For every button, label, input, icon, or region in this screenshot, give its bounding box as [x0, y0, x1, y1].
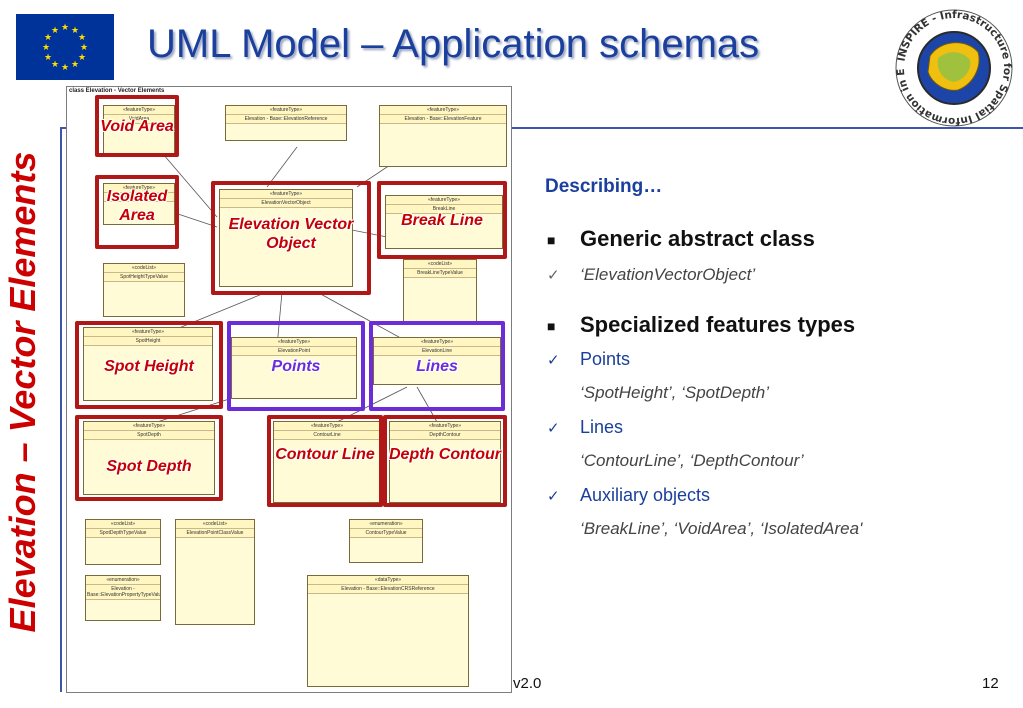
- footer-version: v2.0: [513, 675, 542, 692]
- side-rule: [60, 127, 62, 692]
- bullet-specialized-features: Specialized features types: [580, 312, 856, 337]
- diagram-name: class Elevation - Vector Elements: [69, 88, 165, 94]
- points-examples: ‘SpotHeight’, ‘SpotDepth’: [580, 383, 770, 402]
- highlight-elevation-vector-object: [211, 181, 371, 295]
- label-isolated-area: Isolated Area: [106, 188, 168, 224]
- svg-text:★: ★: [44, 53, 52, 63]
- example-elevation-vector-object: ‘ElevationVectorObject’: [580, 265, 756, 284]
- label-elevation-vector-object: Elevation Vector Object: [228, 216, 354, 252]
- side-title-text: Elevation – Vector Elements: [2, 151, 43, 633]
- uml-class-elevation-feature: «featureType»Elevation - Base::Elevation…: [379, 105, 507, 167]
- page-title: UML Model – Application schemas: [147, 22, 760, 66]
- highlight-isolated-area: [95, 175, 179, 249]
- svg-text:★: ★: [44, 33, 52, 43]
- uml-class-spot-height: «featureType»SpotHeight: [83, 327, 213, 401]
- svg-text:★: ★: [42, 43, 50, 53]
- svg-text:★: ★: [71, 26, 79, 36]
- lines-label: Lines: [580, 417, 624, 437]
- highlight-spot-height: [75, 321, 223, 409]
- auxiliary-label: Auxiliary objects: [580, 485, 711, 505]
- header-rule: [60, 127, 1023, 129]
- uml-class-elevation-reference: «featureType»Elevation - Base::Elevation…: [225, 105, 347, 141]
- label-break-line: Break Line: [401, 212, 483, 229]
- svg-text:★: ★: [51, 26, 59, 36]
- uml-class-elevation-line: «featureType»ElevationLine: [373, 337, 501, 385]
- label-depth-contour: Depth Contour: [389, 446, 501, 463]
- uml-class-break-line: «featureType»BreakLine: [385, 195, 503, 249]
- uml-class-void-area: «featureType»VoidArea: [103, 105, 175, 157]
- highlight-break-line: [377, 181, 507, 259]
- uml-enum-contour-type: «enumeration»ContourTypeValue: [349, 519, 423, 563]
- svg-text:★: ★: [78, 53, 86, 63]
- uml-codelist-break-line-type: «codeList»BreakLineTypeValue: [403, 259, 477, 323]
- highlight-contour-line: [267, 415, 383, 507]
- checkmark-icon: ✓: [547, 420, 560, 437]
- highlight-void-area: [95, 95, 179, 157]
- highlight-spot-depth: [75, 415, 223, 501]
- checkmark-icon: ✓: [547, 352, 560, 369]
- label-void-area: Void Area: [100, 118, 174, 135]
- side-title: Elevation – Vector Elements: [2, 112, 72, 672]
- svg-text:★: ★: [80, 43, 88, 53]
- points-label: Points: [580, 349, 631, 369]
- lines-examples: ‘ContourLine’, ‘DepthContour’: [580, 451, 804, 470]
- uml-codelist-elevation-point-class: «codeList»ElevationPointClassValue: [175, 519, 255, 625]
- uml-codelist-spot-depth-type: «codeList»SpotDepthTypeValue: [85, 519, 161, 565]
- inspire-logo: INSPIRE - Infrastructure for Spatial Inf…: [888, 0, 1016, 130]
- label-spot-height: Spot Height: [104, 358, 194, 375]
- uml-class-elevation-point: «featureType»ElevationPoint: [231, 337, 357, 399]
- uml-enum-elevation-property-type: «enumeration»Elevation - Base::Elevation…: [85, 575, 161, 621]
- uml-class-depth-contour: «featureType»DepthContour: [389, 421, 501, 503]
- uml-class-isolated-area: «featureType»IsolatedArea: [103, 183, 175, 225]
- eu-stars-icon: ★★★ ★★★ ★★★ ★★★: [42, 23, 88, 73]
- section-heading: Describing…: [545, 176, 663, 197]
- highlight-points: [227, 321, 365, 411]
- checkmark-icon: ✓: [547, 488, 560, 505]
- label-points: Points: [271, 358, 321, 375]
- checkmark-icon: ✓: [547, 267, 560, 284]
- uml-diagram: class Elevation - Vector Elements «featu…: [66, 86, 512, 693]
- auxiliary-examples: ‘BreakLine’, ‘VoidArea’, ‘IsolatedArea': [580, 519, 863, 538]
- uml-datatype-elevation-crs-reference: «dataType»Elevation - Base::ElevationCRS…: [307, 575, 469, 687]
- svg-text:★: ★: [61, 63, 69, 73]
- label-contour-line: Contour Line: [275, 446, 375, 463]
- uml-class-elevation-vector-object: «featureType»ElevationVectorObject: [219, 189, 353, 287]
- highlight-depth-contour: [383, 415, 507, 507]
- highlight-lines: [369, 321, 505, 411]
- eu-flag-logo: ★★★ ★★★ ★★★ ★★★: [16, 14, 114, 80]
- square-bullet-icon: ■: [547, 232, 556, 248]
- uml-class-spot-depth: «featureType»SpotDepth: [83, 421, 215, 495]
- page-number: 12: [982, 675, 999, 692]
- svg-text:★: ★: [71, 60, 79, 70]
- uml-class-contour-line: «featureType»ContourLine: [273, 421, 381, 503]
- uml-codelist-spot-height-type: «codeList»SpotHeightTypeValue: [103, 263, 185, 317]
- svg-text:★: ★: [51, 60, 59, 70]
- square-bullet-icon: ■: [547, 318, 556, 334]
- label-lines: Lines: [416, 358, 458, 375]
- svg-text:★: ★: [61, 23, 69, 33]
- label-spot-depth: Spot Depth: [106, 458, 192, 475]
- svg-text:★: ★: [78, 33, 86, 43]
- bullet-generic-abstract-class: Generic abstract class: [580, 226, 815, 251]
